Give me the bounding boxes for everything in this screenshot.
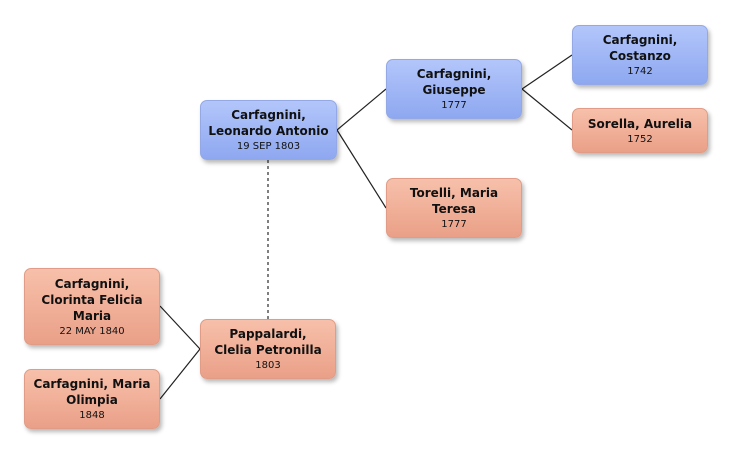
person-date: 19 SEP 1803	[236, 141, 301, 152]
person-name: Pappalardi, Clelia Petronilla	[214, 327, 322, 357]
person-name: Carfagnini, Maria Olimpia	[33, 377, 151, 407]
person-name: Torelli, Maria Teresa	[409, 186, 499, 216]
person-date: 1777	[441, 100, 467, 111]
person-date: 22 MAY 1840	[59, 325, 125, 337]
person-card-clelia[interactable]: Pappalardi, Clelia Petronilla 1803	[200, 319, 336, 379]
person-date: 1742	[627, 66, 653, 77]
person-date: 1752	[627, 133, 653, 145]
person-name: Carfagnini, Giuseppe	[416, 67, 492, 97]
person-card-clorinta[interactable]: Carfagnini, Clorinta Felicia Maria 22 MA…	[24, 268, 160, 345]
person-card-giuseppe[interactable]: Carfagnini, Giuseppe 1777	[386, 59, 522, 119]
person-card-maria-teresa[interactable]: Torelli, Maria Teresa 1777	[386, 178, 522, 238]
line-leonardo-giuseppe	[336, 88, 387, 131]
person-date: 1777	[441, 219, 467, 230]
person-date: 1848	[79, 410, 105, 421]
line-leonardo-maria-teresa	[336, 129, 387, 209]
person-name: Carfagnini, Leonardo Antonio	[208, 108, 329, 138]
person-name: Carfagnini, Clorinta Felicia Maria	[41, 276, 143, 323]
person-name: Sorella, Aurelia	[587, 116, 693, 131]
person-card-costanzo[interactable]: Carfagnini, Costanzo 1742	[572, 25, 708, 85]
line-giuseppe-costanzo	[521, 54, 573, 90]
line-clorinta-clelia	[159, 305, 201, 350]
person-card-leonardo[interactable]: Carfagnini, Leonardo Antonio 19 SEP 1803	[200, 100, 337, 160]
person-name: Carfagnini, Costanzo	[602, 33, 678, 63]
person-card-aurelia[interactable]: Sorella, Aurelia 1752	[572, 108, 708, 153]
line-maria-olimpia-clelia	[159, 348, 201, 400]
person-date: 1803	[255, 360, 281, 371]
person-card-maria-olimpia[interactable]: Carfagnini, Maria Olimpia 1848	[24, 369, 160, 429]
line-giuseppe-aurelia	[521, 88, 573, 131]
